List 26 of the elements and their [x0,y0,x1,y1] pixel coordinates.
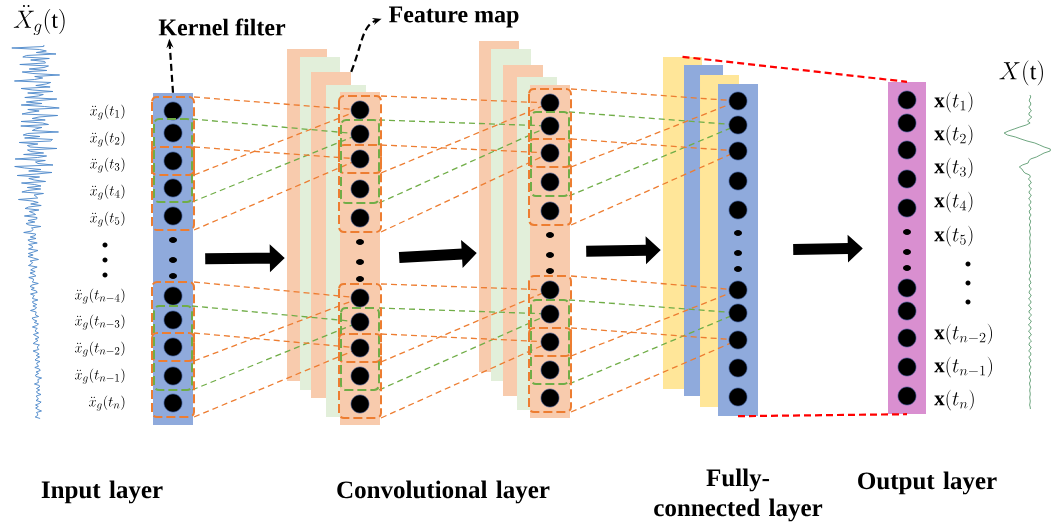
output-label: $\mathbf{x}(t_{n-1})$ [934,356,992,378]
output-label: $\mathbf{x}(t_1)$ [934,91,973,113]
time-step-label: $\ddot{x}_g(t_3)$ [90,157,125,173]
time-step-label: $\ddot{x}_g(t_2)$ [90,131,125,147]
layer-title: Output layer [858,471,997,495]
layer-title: Input layer [41,480,163,504]
output-label: $\mathbf{x}(t_5)$ [934,225,973,247]
time-step-label: $\ddot{x}_g(t_{n-3})$ [74,314,125,330]
output-label: $\mathbf{x}(t_n)$ [934,389,974,411]
output-label: $\mathbf{x}(t_2)$ [934,124,973,146]
time-step-label: $\ddot{x}_g(t_4)$ [90,184,125,200]
output-label: $\mathbf{x}(t_{n-2})$ [934,323,992,345]
time-step-label: $\ddot{x}_g(t_n)$ [88,395,125,411]
time-step-label: $\ddot{x}_g(t_{n-1})$ [74,368,125,384]
callout-label: Feature map [389,6,519,28]
signal-label: $X(\mathrm{t})$ [999,60,1043,86]
signal-label: $\ddot{X}_g(\mathrm{t})$ [13,5,65,35]
output-label: $\mathbf{x}(t_3)$ [934,157,973,179]
layer-title: Fully-connected layer [654,468,823,522]
time-step-label: $\ddot{x}_g(t_5)$ [90,211,125,227]
output-label: $\mathbf{x}(t_4)$ [934,191,973,213]
time-step-label: $\ddot{x}_g(t_{n-4})$ [74,288,125,304]
time-step-label: $\ddot{x}_g(t_1)$ [90,104,125,120]
layer-title: Convolutional layer [337,480,550,504]
callout-label: Kernel filter [158,18,286,36]
time-step-label: $\ddot{x}_g(t_{n-2})$ [74,341,125,357]
